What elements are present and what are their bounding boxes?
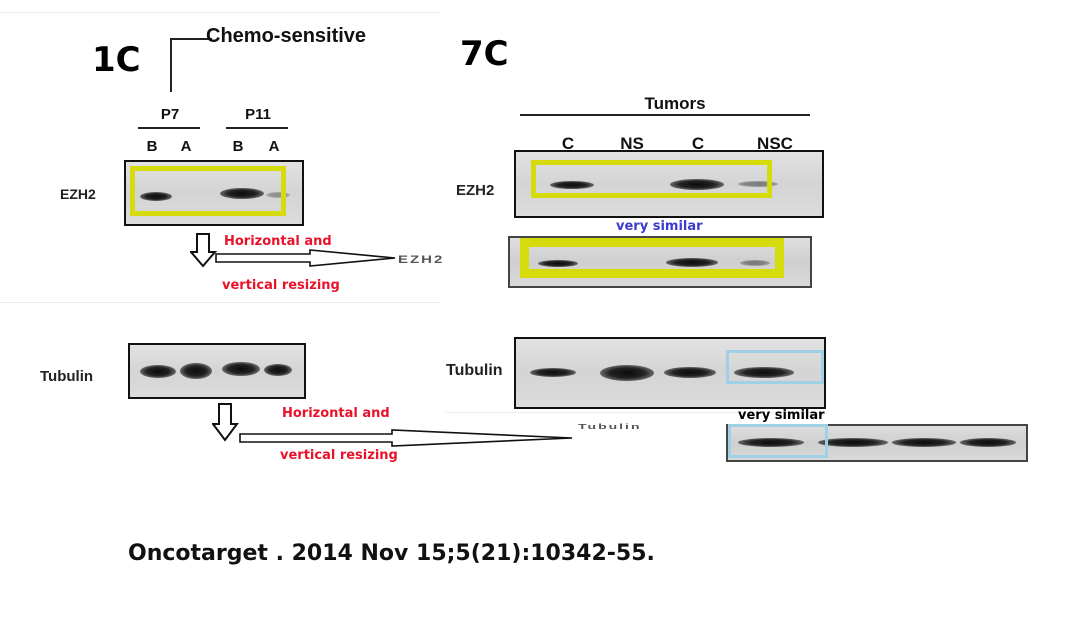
panel-label-7c: 7C <box>460 34 509 74</box>
lane-label-a1: A <box>180 138 192 155</box>
highlight-box-tubulin-7c <box>726 350 824 384</box>
very-similar-ezh2: very similar <box>616 219 703 234</box>
band <box>530 368 576 377</box>
band <box>738 438 804 447</box>
ezh2-copy-label: EZH2 <box>398 253 445 266</box>
band <box>892 438 956 447</box>
resize-note-2-line2: vertical resizing <box>280 448 398 463</box>
band <box>740 260 770 266</box>
lane-label-c2: C <box>691 134 705 153</box>
band <box>960 438 1016 447</box>
lane-label-nsc: NSC <box>757 134 793 153</box>
citation: Oncotarget . 2014 Nov 15;5(21):10342-55. <box>128 541 655 566</box>
band <box>600 365 654 381</box>
resize-note-1-line2: vertical resizing <box>222 278 340 293</box>
band <box>738 181 778 187</box>
resize-arrow-tubulin <box>212 403 573 447</box>
band <box>664 367 716 378</box>
group-rule-p7 <box>138 127 200 129</box>
band <box>266 192 290 198</box>
band <box>180 363 212 379</box>
group-rule-p11 <box>226 127 288 129</box>
tumors-label: Tumors <box>644 94 706 113</box>
lane-label-b2: B <box>232 138 244 155</box>
very-similar-tubulin: very similar <box>738 408 825 423</box>
chemo-bracket <box>170 38 212 92</box>
highlight-box-ezh2-copy <box>520 238 784 278</box>
lane-label-a2: A <box>268 138 280 155</box>
group-label-p7: P7 <box>160 106 180 123</box>
resize-note-1-line1: Horizontal and <box>224 234 332 249</box>
blot-tubulin-1c <box>128 343 306 399</box>
panel-label-1c: 1C <box>92 40 141 80</box>
resize-note-2-line1: Horizontal and <box>282 406 390 421</box>
resize-arrow-ezh2 <box>190 233 396 268</box>
lane-label-c1: C <box>561 134 575 153</box>
tubulin-copy-label: Tubulin <box>578 422 642 431</box>
band <box>264 364 292 376</box>
highlight-box-ezh2-1c <box>130 166 286 216</box>
row-label-ezh2-1c: EZH2 <box>60 186 96 202</box>
band <box>818 438 888 447</box>
lane-label-b1: B <box>146 138 158 155</box>
scan-edge-mid-left <box>0 302 440 303</box>
highlight-box-ezh2-7c <box>531 160 772 198</box>
chemo-sensitive-label: Chemo-sensitive <box>206 25 367 47</box>
band <box>222 362 260 376</box>
scan-edge-mid-right <box>445 412 825 413</box>
highlight-box-tubulin-copy <box>728 424 828 458</box>
band <box>538 260 578 267</box>
row-label-ezh2-7c: EZH2 <box>456 182 495 199</box>
band <box>140 192 172 201</box>
row-label-tubulin-7c: Tubulin <box>446 362 503 379</box>
band <box>550 181 594 189</box>
band <box>734 367 794 378</box>
band <box>666 258 718 267</box>
row-label-tubulin-1c: Tubulin <box>40 368 94 385</box>
scan-edge-top-left <box>0 12 440 13</box>
blot-tubulin-7c <box>514 337 826 409</box>
band <box>140 365 176 378</box>
lane-label-ns: NS <box>620 134 644 153</box>
tumors-rule <box>520 114 810 116</box>
group-label-p11: P11 <box>245 106 271 123</box>
band <box>220 188 264 199</box>
band <box>670 179 724 190</box>
